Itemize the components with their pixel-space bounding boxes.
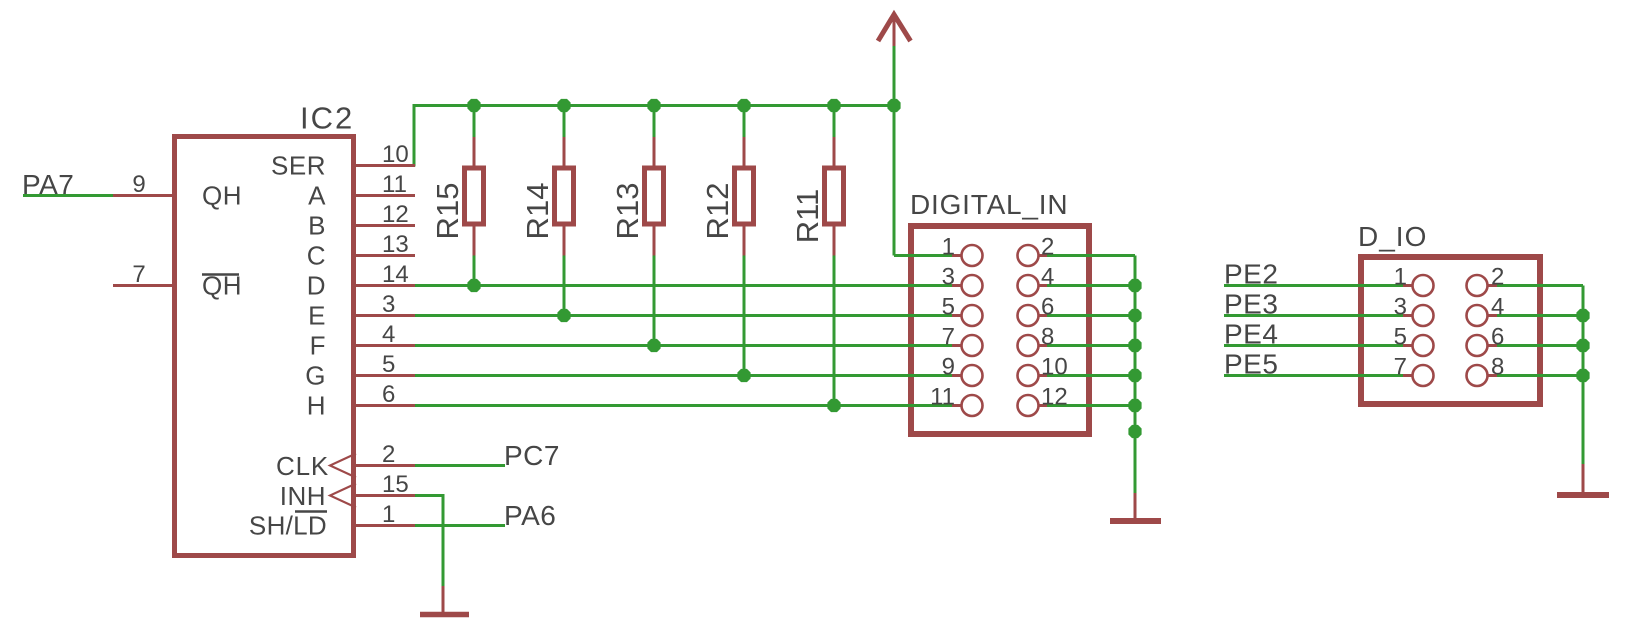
- svg-text:3: 3: [1394, 294, 1407, 321]
- svg-text:3: 3: [382, 291, 395, 318]
- svg-text:PA6: PA6: [504, 500, 556, 531]
- svg-text:4: 4: [1491, 294, 1504, 321]
- svg-text:3: 3: [942, 264, 955, 291]
- svg-text:7: 7: [942, 324, 955, 351]
- svg-text:9: 9: [132, 171, 145, 198]
- svg-text:DIGITAL_IN: DIGITAL_IN: [910, 189, 1068, 220]
- svg-text:1: 1: [942, 234, 955, 261]
- svg-text:D_IO: D_IO: [1358, 221, 1427, 252]
- svg-text:R15: R15: [430, 183, 465, 240]
- svg-text:4: 4: [382, 321, 395, 348]
- svg-text:R13: R13: [610, 183, 645, 240]
- svg-text:5: 5: [942, 294, 955, 321]
- svg-text:INH: INH: [280, 481, 326, 511]
- svg-text:QH: QH: [202, 181, 242, 211]
- svg-text:11: 11: [382, 171, 407, 198]
- svg-text:7: 7: [132, 261, 145, 288]
- svg-text:4: 4: [1041, 264, 1054, 291]
- svg-text:R14: R14: [520, 183, 555, 240]
- svg-text:11: 11: [930, 384, 955, 411]
- svg-text:1: 1: [1394, 264, 1407, 291]
- svg-text:B: B: [308, 211, 326, 241]
- svg-text:8: 8: [1041, 324, 1054, 351]
- svg-text:5: 5: [1394, 324, 1407, 351]
- svg-text:PA7: PA7: [22, 169, 74, 200]
- svg-text:D: D: [307, 271, 326, 301]
- svg-text:12: 12: [1041, 384, 1068, 411]
- svg-text:E: E: [308, 301, 326, 331]
- svg-text:13: 13: [382, 231, 409, 258]
- svg-text:15: 15: [382, 471, 409, 498]
- svg-text:2: 2: [1041, 234, 1054, 261]
- svg-text:A: A: [308, 181, 326, 211]
- svg-text:CLK: CLK: [276, 451, 329, 481]
- svg-text:9: 9: [942, 354, 955, 381]
- svg-text:6: 6: [382, 381, 395, 408]
- svg-text:10: 10: [1041, 354, 1068, 381]
- svg-text:6: 6: [1491, 324, 1504, 351]
- svg-text:SER: SER: [271, 151, 326, 181]
- svg-text:12: 12: [382, 201, 409, 228]
- svg-text:10: 10: [382, 141, 409, 168]
- svg-text:PE2: PE2: [1224, 259, 1278, 290]
- svg-text:PE3: PE3: [1224, 289, 1278, 320]
- svg-text:7: 7: [1394, 354, 1407, 381]
- svg-text:2: 2: [1491, 264, 1504, 291]
- svg-text:F: F: [310, 331, 326, 361]
- svg-text:IC2: IC2: [300, 101, 354, 136]
- svg-text:1: 1: [382, 501, 395, 528]
- svg-text:R11: R11: [790, 189, 825, 244]
- svg-text:5: 5: [382, 351, 395, 378]
- svg-text:H: H: [307, 391, 326, 421]
- svg-text:2: 2: [382, 441, 395, 468]
- svg-text:PE5: PE5: [1224, 349, 1278, 380]
- svg-text:6: 6: [1041, 294, 1054, 321]
- svg-text:8: 8: [1491, 354, 1504, 381]
- svg-text:14: 14: [382, 261, 409, 288]
- svg-text:R12: R12: [700, 183, 735, 240]
- svg-text:C: C: [307, 241, 326, 271]
- svg-text:PC7: PC7: [504, 440, 560, 471]
- svg-text:G: G: [305, 361, 326, 391]
- svg-text:PE4: PE4: [1224, 319, 1278, 350]
- svg-text:SH/LD: SH/LD: [249, 511, 327, 541]
